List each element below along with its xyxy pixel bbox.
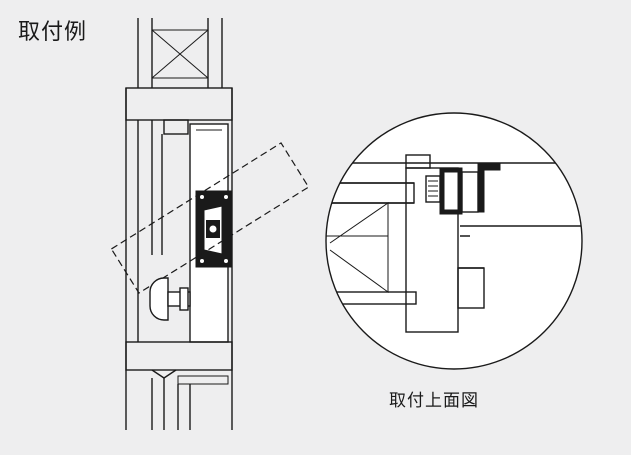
title: 取付例 <box>18 20 88 45</box>
closer-unit <box>195 190 233 268</box>
bracket-detail <box>425 163 501 215</box>
detail-caption: 取付上面図 <box>389 391 479 411</box>
door-section-view <box>110 18 310 430</box>
detail-top-view <box>325 112 583 370</box>
